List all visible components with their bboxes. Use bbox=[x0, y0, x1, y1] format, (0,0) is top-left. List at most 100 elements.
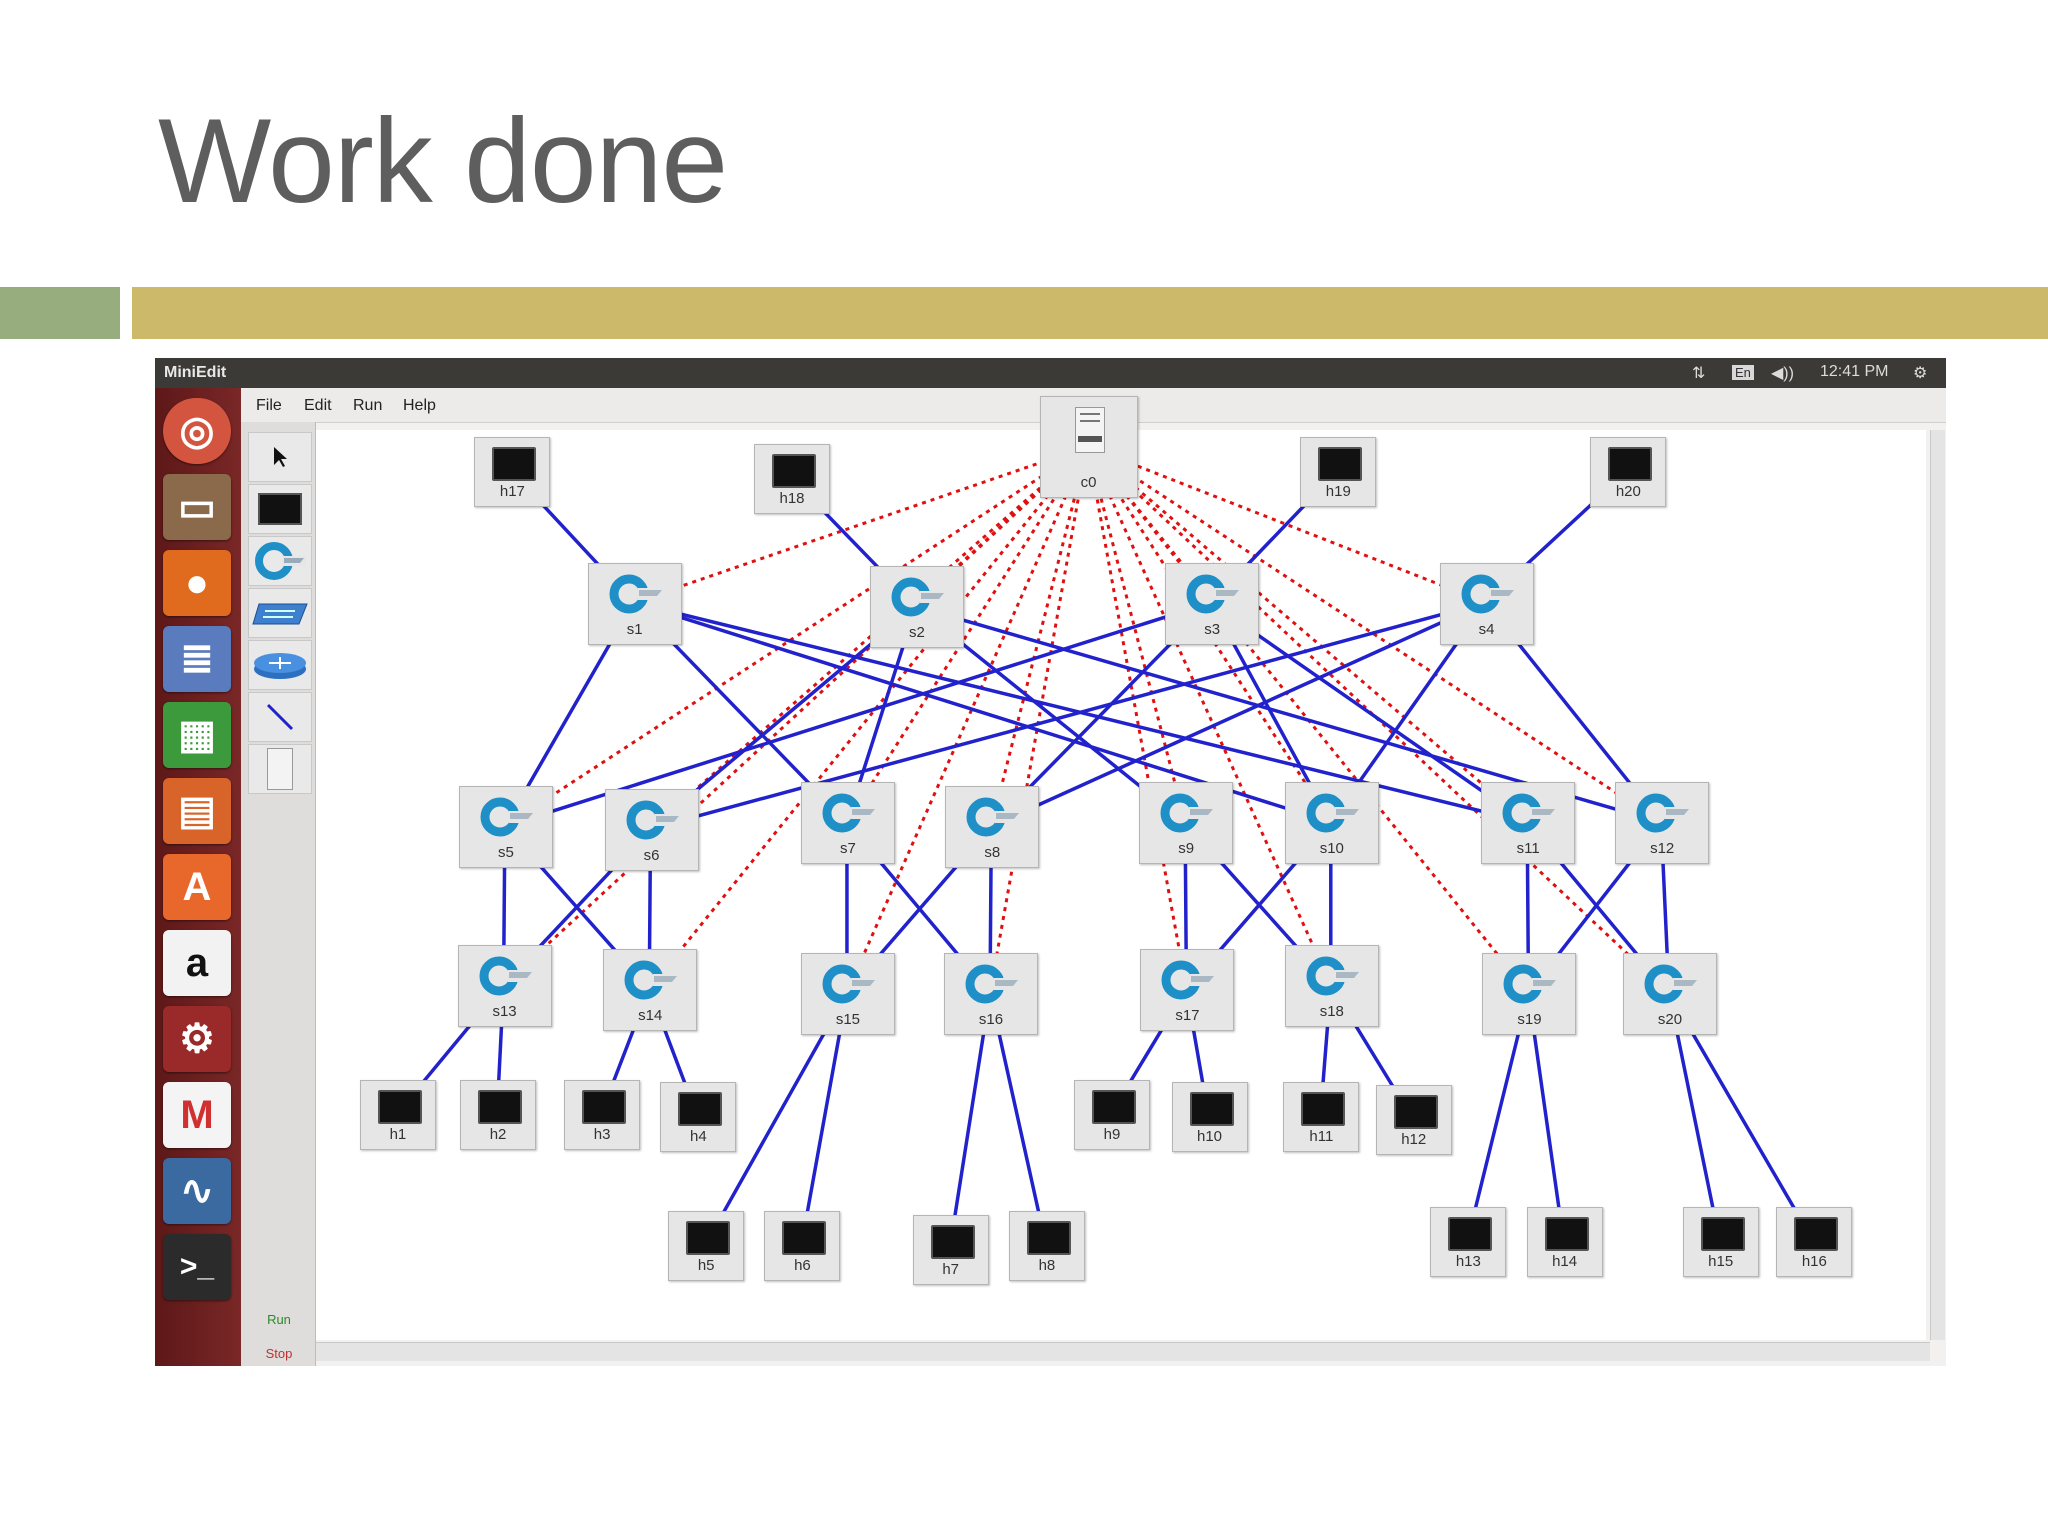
link-s3-s11[interactable] bbox=[1210, 601, 1529, 824]
control-link-c0-s14[interactable] bbox=[648, 445, 1089, 990]
host-h4[interactable]: h4 bbox=[660, 1082, 737, 1153]
control-link-c0-s8[interactable] bbox=[989, 446, 1090, 827]
host-h9[interactable]: h9 bbox=[1073, 1079, 1150, 1150]
switch-s8[interactable]: s8 bbox=[945, 786, 1040, 869]
switch-s17[interactable]: s17 bbox=[1140, 948, 1235, 1031]
calc-icon[interactable]: ▦ bbox=[163, 702, 231, 768]
ubuntu-dash-icon[interactable]: ◎ bbox=[163, 398, 231, 464]
vertical-scrollbar[interactable] bbox=[1930, 430, 1945, 1340]
network-icon[interactable]: ⇅ bbox=[1692, 365, 1706, 382]
switch-s2[interactable]: s2 bbox=[869, 566, 964, 649]
switch-s14[interactable]: s14 bbox=[603, 948, 698, 1031]
switch-s7[interactable]: s7 bbox=[800, 782, 895, 865]
control-link-c0-s6[interactable] bbox=[649, 445, 1089, 830]
host-h6[interactable]: h6 bbox=[764, 1211, 841, 1282]
control-link-c0-s1[interactable] bbox=[633, 445, 1089, 604]
host-h16[interactable]: h16 bbox=[1776, 1207, 1853, 1278]
writer-icon[interactable]: ≣ bbox=[163, 626, 231, 692]
firefox-icon[interactable]: ● bbox=[163, 550, 231, 616]
switch-s1[interactable]: s1 bbox=[587, 562, 682, 645]
host-h1[interactable]: h1 bbox=[359, 1079, 436, 1150]
host-h11[interactable]: h11 bbox=[1283, 1082, 1360, 1153]
link-s15-h5[interactable] bbox=[703, 991, 849, 1246]
keyboard-lang-indicator[interactable]: En bbox=[1732, 365, 1754, 380]
host-h3[interactable]: h3 bbox=[564, 1079, 641, 1150]
controller-tool[interactable] bbox=[248, 744, 312, 794]
switch-tool[interactable] bbox=[248, 536, 312, 586]
volume-icon[interactable]: ◀)) bbox=[1771, 365, 1794, 382]
switch-s10[interactable]: s10 bbox=[1284, 782, 1379, 865]
menu-file[interactable]: File bbox=[256, 397, 282, 414]
impress-icon[interactable]: ▤ bbox=[163, 778, 231, 844]
link-tool[interactable] bbox=[248, 692, 312, 742]
control-link-c0-s7[interactable] bbox=[845, 445, 1089, 824]
switch-s20[interactable]: s20 bbox=[1622, 952, 1717, 1035]
host-h20[interactable]: h20 bbox=[1590, 437, 1667, 508]
amazon-icon[interactable]: a bbox=[163, 930, 231, 996]
switch-s11[interactable]: s11 bbox=[1481, 782, 1576, 865]
host-h12[interactable]: h12 bbox=[1375, 1084, 1452, 1155]
control-link-c0-s11[interactable] bbox=[1086, 445, 1529, 824]
files-icon[interactable]: ▭ bbox=[163, 474, 231, 540]
node-label: s11 bbox=[1516, 840, 1540, 858]
control-link-c0-s15[interactable] bbox=[845, 445, 1089, 994]
link-s16-h8[interactable] bbox=[988, 992, 1048, 1246]
link-s16-h7[interactable] bbox=[947, 992, 992, 1250]
system-settings-icon[interactable]: ⚙ bbox=[163, 1006, 231, 1072]
node-label: s1 bbox=[626, 620, 643, 638]
control-link-c0-s16[interactable] bbox=[988, 446, 1090, 993]
legacy-router-tool[interactable] bbox=[248, 640, 312, 690]
switch-s6[interactable]: s6 bbox=[604, 788, 699, 871]
host-h17[interactable]: h17 bbox=[474, 437, 551, 508]
switch-s4[interactable]: s4 bbox=[1439, 562, 1534, 645]
settings-gear-icon[interactable]: ⚙ bbox=[1913, 365, 1928, 382]
run-button[interactable]: Run bbox=[267, 1312, 291, 1327]
switch-s18[interactable]: s18 bbox=[1284, 944, 1379, 1027]
host-screen-icon bbox=[582, 1089, 627, 1124]
switch-s16[interactable]: s16 bbox=[944, 952, 1039, 1035]
terminal-icon[interactable]: >_ bbox=[163, 1234, 231, 1300]
switch-s3[interactable]: s3 bbox=[1165, 562, 1260, 645]
switch-s15[interactable]: s15 bbox=[800, 952, 895, 1035]
menu-edit[interactable]: Edit bbox=[304, 397, 332, 414]
link-s15-h6[interactable] bbox=[799, 992, 849, 1246]
node-label: h7 bbox=[942, 1260, 960, 1278]
host-h10[interactable]: h10 bbox=[1171, 1082, 1248, 1153]
link-s4-s6[interactable] bbox=[650, 600, 1487, 831]
host-h7[interactable]: h7 bbox=[912, 1214, 989, 1285]
switch-s12[interactable]: s12 bbox=[1615, 782, 1710, 865]
link-s4-s8[interactable] bbox=[990, 600, 1487, 828]
control-link-c0-s9[interactable] bbox=[1086, 446, 1187, 823]
legacy-switch-tool[interactable] bbox=[248, 588, 312, 638]
node-label: s7 bbox=[840, 840, 856, 858]
control-link-c0-s5[interactable] bbox=[504, 445, 1089, 828]
host-h19[interactable]: h19 bbox=[1300, 437, 1377, 508]
software-center-icon[interactable]: A bbox=[163, 854, 231, 920]
node-label: s12 bbox=[1650, 840, 1675, 858]
menu-run[interactable]: Run bbox=[353, 397, 383, 414]
host-h13[interactable]: h13 bbox=[1430, 1207, 1507, 1278]
switch-s19[interactable]: s19 bbox=[1482, 952, 1577, 1035]
switch-s5[interactable]: s5 bbox=[458, 786, 553, 869]
system-monitor-icon[interactable]: ∿ bbox=[163, 1158, 231, 1224]
host-h2[interactable]: h2 bbox=[460, 1079, 537, 1150]
control-link-c0-s17[interactable] bbox=[1086, 446, 1188, 990]
clock[interactable]: 12:41 PM bbox=[1820, 363, 1889, 380]
host-h18[interactable]: h18 bbox=[754, 443, 831, 514]
stop-button[interactable]: Stop bbox=[265, 1346, 293, 1361]
host-h5[interactable]: h5 bbox=[668, 1211, 745, 1282]
select-tool[interactable] bbox=[248, 432, 312, 482]
host-h8[interactable]: h8 bbox=[1008, 1211, 1085, 1282]
gmail-icon[interactable]: M bbox=[163, 1082, 231, 1148]
control-link-c0-s10[interactable] bbox=[1086, 445, 1333, 824]
control-link-c0-s13[interactable] bbox=[502, 445, 1089, 987]
host-h14[interactable]: h14 bbox=[1526, 1207, 1603, 1278]
topology-canvas[interactable]: c0 h17 h18 h19 h20 s1 s2 s3 s4 s5 s6 s7 s8 s9 s10 s11 s1… bbox=[316, 396, 1926, 1340]
controller-c0[interactable]: c0 bbox=[1039, 396, 1138, 499]
horizontal-scrollbar[interactable] bbox=[316, 1342, 1930, 1361]
host-h15[interactable]: h15 bbox=[1682, 1207, 1759, 1278]
switch-s9[interactable]: s9 bbox=[1139, 782, 1234, 865]
host-tool[interactable] bbox=[248, 484, 312, 534]
menu-help[interactable]: Help bbox=[403, 397, 436, 414]
switch-s13[interactable]: s13 bbox=[457, 944, 552, 1027]
